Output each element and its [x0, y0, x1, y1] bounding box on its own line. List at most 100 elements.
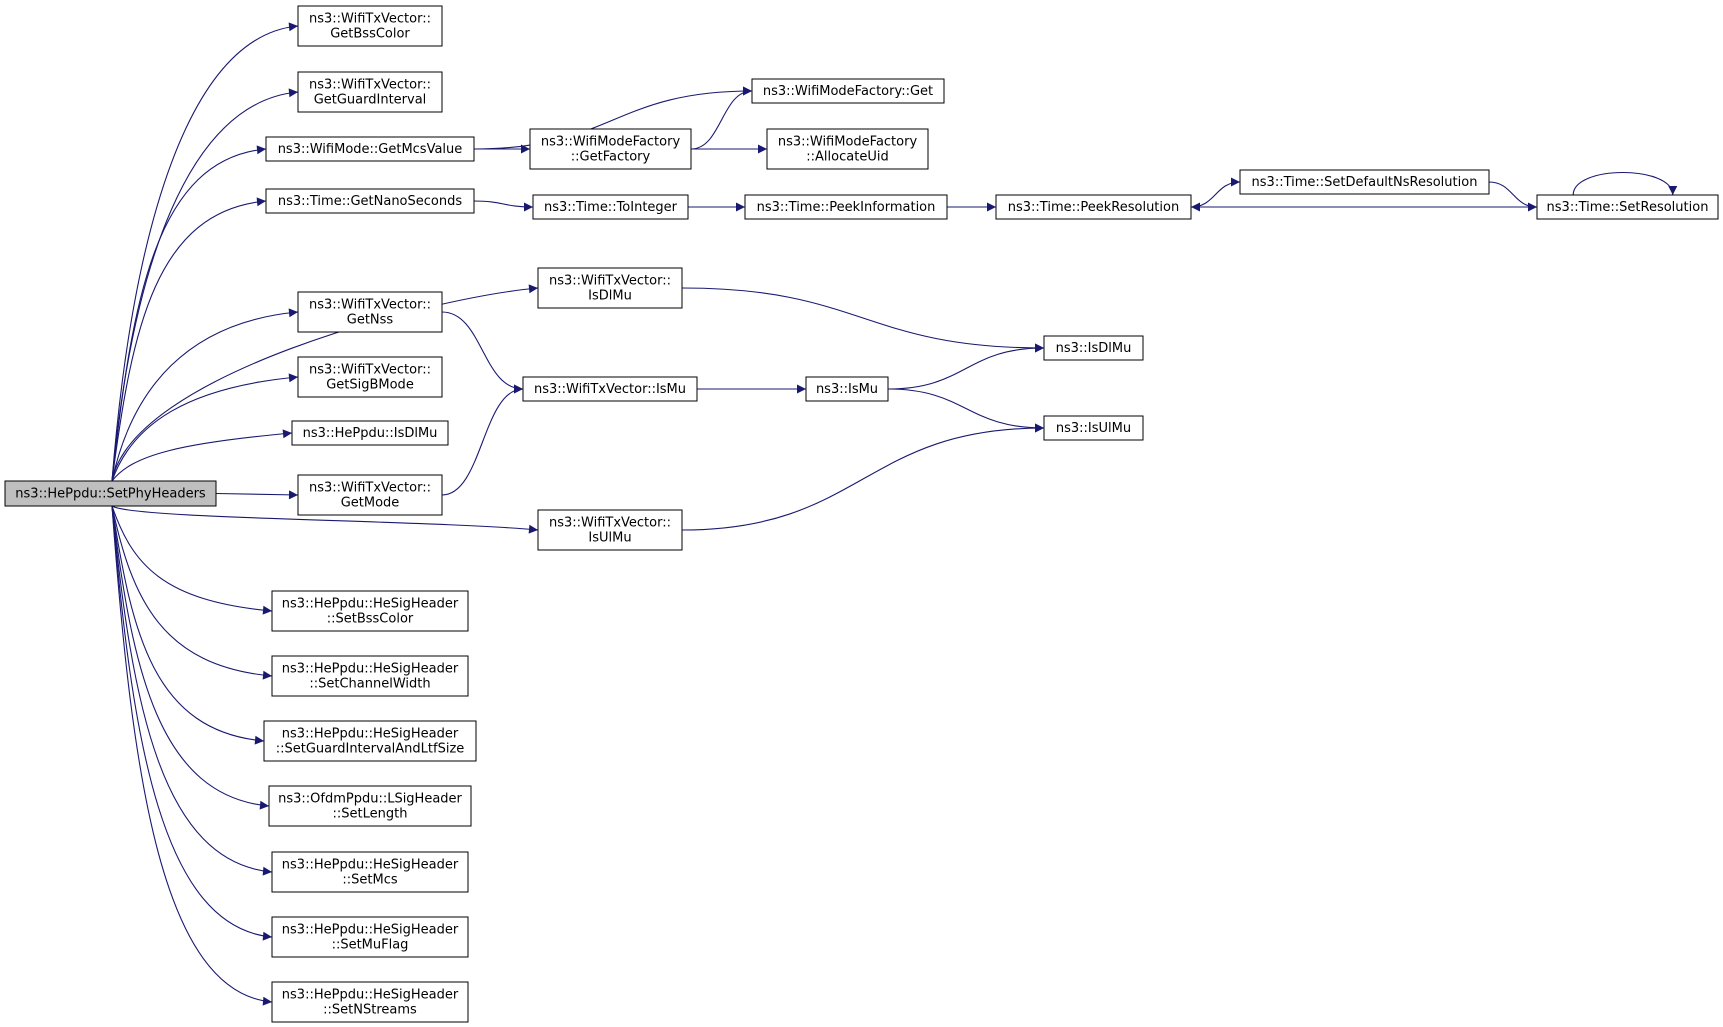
- node-label: ns3::WifiTxVector::: [309, 12, 431, 27]
- node-label: ns3::Time::ToInteger: [544, 200, 678, 215]
- node-box: [297, 291, 443, 333]
- node-box: [271, 655, 469, 697]
- node-getguardinterval[interactable]: ns3::WifiTxVector::GetGuardInterval: [297, 71, 443, 113]
- node-label: ns3::Time::SetResolution: [1547, 200, 1709, 215]
- node-setnstreams[interactable]: ns3::HePpdu::HeSigHeader::SetNStreams: [271, 981, 469, 1023]
- node-root[interactable]: ns3::HePpdu::SetPhyHeaders: [4, 480, 217, 507]
- node-label: ns3::Time::GetNanoSeconds: [278, 194, 463, 209]
- edge-ismu-to-isulmu: [887, 388, 1045, 433]
- node-label: ns3::HePpdu::HeSigHeader: [282, 858, 459, 873]
- edge-ismu-to-isdlmu: [887, 343, 1045, 390]
- node-setresolution[interactable]: ns3::Time::SetResolution: [1536, 194, 1719, 220]
- node-txisulmu[interactable]: ns3::WifiTxVector::IsUlMu: [537, 509, 683, 551]
- node-box: [271, 590, 469, 632]
- node-box: [297, 474, 443, 516]
- node-label: ns3::HePpdu::HeSigHeader: [282, 727, 459, 742]
- node-isulmu[interactable]: ns3::IsUlMu: [1043, 415, 1144, 441]
- node-label: ns3::Time::SetDefaultNsResolution: [1252, 175, 1478, 190]
- edge-root-to-heppduisdlmu: [111, 429, 293, 482]
- node-label: ns3::WifiModeFactory: [541, 135, 681, 150]
- node-label: ::SetNStreams: [323, 1003, 417, 1018]
- node-peekresolution[interactable]: ns3::Time::PeekResolution: [995, 194, 1192, 220]
- node-setdefaultns[interactable]: ns3::Time::SetDefaultNsResolution: [1239, 169, 1490, 195]
- node-label: GetBssColor: [330, 27, 410, 42]
- edge-setresolution-to-setresolution: [1572, 172, 1678, 196]
- edge-getnanoseconds-to-tointeger: [473, 200, 534, 212]
- node-label: ns3::HePpdu::HeSigHeader: [282, 662, 459, 677]
- node-label: ::SetLength: [333, 807, 408, 822]
- node-label: ns3::WifiTxVector::: [309, 298, 431, 313]
- node-box: [995, 194, 1192, 220]
- node-label: ns3::WifiTxVector::IsMu: [534, 382, 686, 397]
- edge-root-to-getsigbmode: [111, 373, 299, 482]
- node-getsigbmode[interactable]: ns3::WifiTxVector::GetSigBMode: [297, 356, 443, 398]
- node-box: [297, 356, 443, 398]
- edge-txisdlmu-to-isdlmu: [681, 287, 1045, 353]
- node-box: [4, 480, 217, 507]
- node-box: [1536, 194, 1719, 220]
- node-label: ns3::HePpdu::IsDlMu: [303, 426, 438, 441]
- edge-root-to-getnss: [111, 308, 299, 482]
- edge-txisulmu-to-isulmu: [681, 423, 1045, 531]
- node-getnanoseconds[interactable]: ns3::Time::GetNanoSeconds: [265, 188, 475, 214]
- node-box: [271, 916, 469, 958]
- node-getmode[interactable]: ns3::WifiTxVector::GetMode: [297, 474, 443, 516]
- node-label: ::SetGuardIntervalAndLtfSize: [276, 742, 465, 757]
- node-box: [297, 71, 443, 113]
- edge-root-to-setbsscolor: [111, 505, 273, 615]
- node-box: [532, 194, 689, 220]
- edge-root-to-txisdlmu: [111, 284, 539, 482]
- node-label: ns3::OfdmPpdu::LSigHeader: [278, 792, 462, 807]
- node-modefactoryget[interactable]: ns3::WifiModeFactory::Get: [751, 78, 945, 104]
- node-label: ns3::WifiModeFactory::Get: [763, 84, 933, 99]
- node-txismu[interactable]: ns3::WifiTxVector::IsMu: [522, 376, 698, 402]
- edge-getmode-to-txismu: [441, 384, 524, 496]
- node-box: [537, 267, 683, 309]
- node-setbsscolor[interactable]: ns3::HePpdu::HeSigHeader::SetBssColor: [271, 590, 469, 632]
- edge-root-to-getmcsvalue: [111, 145, 267, 482]
- node-box: [529, 128, 692, 170]
- node-label: ::SetChannelWidth: [309, 677, 430, 692]
- node-label: ns3::WifiTxVector::: [309, 481, 431, 496]
- node-ismu[interactable]: ns3::IsMu: [805, 376, 889, 402]
- node-box: [271, 981, 469, 1023]
- node-tointeger[interactable]: ns3::Time::ToInteger: [532, 194, 689, 220]
- edge-root-to-setlength: [111, 505, 270, 810]
- node-box: [297, 5, 443, 47]
- edge-setdefaultns-to-setresolution: [1488, 181, 1538, 212]
- node-getnss[interactable]: ns3::WifiTxVector::GetNss: [297, 291, 443, 333]
- edge-root-to-txisulmu: [111, 505, 539, 534]
- node-heppduisdlmu[interactable]: ns3::HePpdu::IsDlMu: [291, 420, 449, 446]
- edge-layer: [111, 22, 1678, 1006]
- edge-peekresolution-to-setdefaultns: [1190, 177, 1241, 208]
- node-setlength[interactable]: ns3::OfdmPpdu::LSigHeader::SetLength: [268, 785, 472, 827]
- node-label: GetMode: [341, 496, 400, 511]
- node-label: ns3::WifiTxVector::: [549, 516, 671, 531]
- node-getmcsvalue[interactable]: ns3::WifiMode::GetMcsValue: [265, 136, 475, 162]
- node-isdlmu[interactable]: ns3::IsDlMu: [1043, 335, 1144, 361]
- node-box: [1043, 415, 1144, 441]
- node-label: GetGuardInterval: [314, 93, 427, 108]
- node-setmuflag[interactable]: ns3::HePpdu::HeSigHeader::SetMuFlag: [271, 916, 469, 958]
- node-label: ns3::WifiMode::GetMcsValue: [278, 142, 463, 157]
- node-setchannelwidth[interactable]: ns3::HePpdu::HeSigHeader::SetChannelWidt…: [271, 655, 469, 697]
- node-box: [744, 194, 948, 220]
- node-peekinformation[interactable]: ns3::Time::PeekInformation: [744, 194, 948, 220]
- node-txisdlmu[interactable]: ns3::WifiTxVector::IsDlMu: [537, 267, 683, 309]
- node-setguardltf[interactable]: ns3::HePpdu::HeSigHeader::SetGuardInterv…: [263, 720, 477, 762]
- node-label: ns3::WifiTxVector::: [309, 363, 431, 378]
- node-label: ns3::IsUlMu: [1056, 421, 1131, 436]
- node-label: ::SetMuFlag: [332, 938, 409, 953]
- node-box: [522, 376, 698, 402]
- node-getbsscolor[interactable]: ns3::WifiTxVector::GetBssColor: [297, 5, 443, 47]
- node-box: [1043, 335, 1144, 361]
- node-allocateuid[interactable]: ns3::WifiModeFactory::AllocateUid: [766, 128, 929, 170]
- edge-root-to-getmode: [215, 490, 299, 500]
- node-box: [751, 78, 945, 104]
- node-layer: ns3::HePpdu::SetPhyHeadersns3::WifiTxVec…: [4, 5, 1719, 1023]
- node-getfactory[interactable]: ns3::WifiModeFactory::GetFactory: [529, 128, 692, 170]
- node-label: GetNss: [347, 313, 394, 328]
- node-box: [766, 128, 929, 170]
- node-box: [805, 376, 889, 402]
- node-setmcs[interactable]: ns3::HePpdu::HeSigHeader::SetMcs: [271, 851, 469, 893]
